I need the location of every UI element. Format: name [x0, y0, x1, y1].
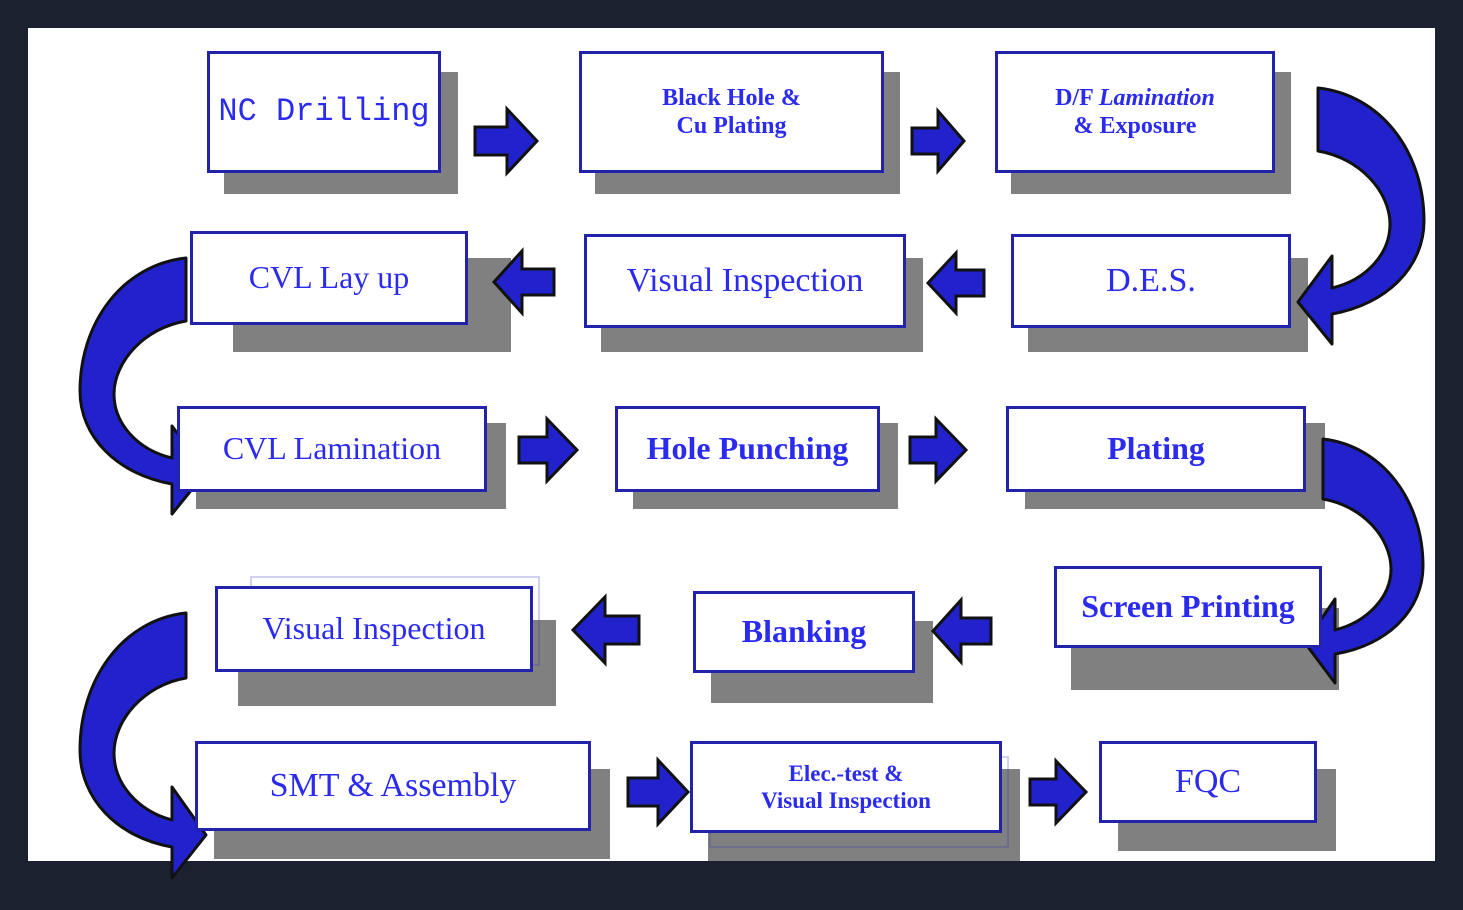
curved-arrow-wrap-left-1 [68, 228, 208, 518]
node-label: NC Drilling [218, 93, 430, 131]
node-label: CVL Lamination [222, 430, 442, 467]
node-label: D.E.S. [1106, 261, 1196, 299]
arrow-right-r5a [626, 756, 691, 828]
arrow-right-r1b [910, 106, 966, 176]
process-node-cvl-lamination[interactable]: CVL Lamination [177, 406, 487, 492]
diagram-canvas: NC Drilling Black Hole & Cu Plating D/F … [28, 28, 1438, 880]
node-label: Hole Punching [646, 430, 849, 467]
node-label: D/F Lamination & Exposure [1055, 84, 1215, 139]
arrow-left-r4b [570, 593, 641, 667]
arrow-left-r2b [491, 247, 556, 317]
emphasis-text: Lamination [1098, 84, 1215, 111]
process-node-hole-punching[interactable]: Hole Punching [615, 406, 880, 492]
process-node-des[interactable]: D.E.S. [1011, 234, 1291, 328]
arrow-right-r5b [1028, 757, 1089, 827]
arrow-right-r3b [908, 415, 969, 485]
arrow-right-r1a [473, 105, 540, 177]
process-node-visual-inspection-2[interactable]: Visual Inspection [215, 586, 533, 672]
process-node-elec-test-visual-inspection[interactable]: Elec.-test & Visual Inspection [690, 741, 1002, 833]
node-label: SMT & Assembly [269, 766, 517, 804]
process-node-screen-printing[interactable]: Screen Printing [1054, 566, 1322, 648]
arrow-right-r3a [517, 415, 580, 485]
node-label: Screen Printing [1081, 588, 1295, 625]
process-node-black-hole-cu-plating[interactable]: Black Hole & Cu Plating [579, 51, 884, 173]
process-node-smt-assembly[interactable]: SMT & Assembly [195, 741, 591, 831]
process-node-cvl-lay-up[interactable]: CVL Lay up [190, 231, 468, 325]
node-label: FQC [1174, 762, 1242, 800]
node-label: Black Hole & Cu Plating [662, 84, 801, 139]
curved-arrow-wrap-right-1 [1296, 58, 1436, 348]
node-label: Elec.-test & Visual Inspection [761, 760, 931, 813]
process-node-plating[interactable]: Plating [1006, 406, 1306, 492]
node-label: Visual Inspection [626, 261, 864, 299]
arrow-left-r2a [925, 249, 986, 317]
curved-arrow-wrap-left-2 [68, 583, 208, 883]
node-label-line1: D/F Lamination [1055, 84, 1215, 111]
process-node-visual-inspection-1[interactable]: Visual Inspection [584, 234, 906, 328]
process-node-blanking[interactable]: Blanking [693, 591, 915, 673]
node-label: CVL Lay up [248, 259, 410, 296]
node-label: Blanking [741, 613, 867, 650]
process-node-fqc[interactable]: FQC [1099, 741, 1317, 823]
curved-arrow-wrap-right-2 [1303, 413, 1438, 688]
node-label: Plating [1107, 430, 1205, 467]
process-node-nc-drilling[interactable]: NC Drilling [207, 51, 441, 173]
node-label: Visual Inspection [262, 610, 486, 647]
arrow-left-r4a [930, 596, 993, 666]
process-node-df-lamination-exposure[interactable]: D/F Lamination & Exposure [995, 51, 1275, 173]
